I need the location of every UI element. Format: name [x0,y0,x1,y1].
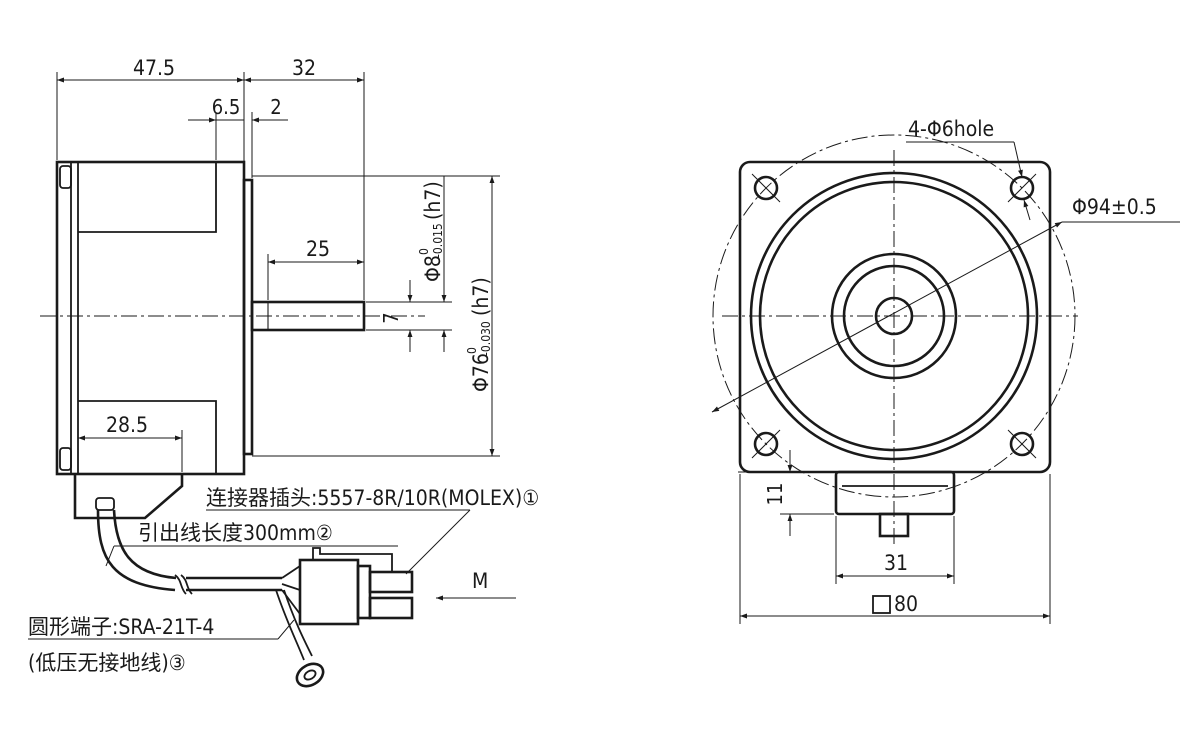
holes-label: 4-Φ6hole [908,117,994,141]
front-view: 4-Φ6hole Φ94±0.5 11 31 [711,117,1180,624]
dim-pcd: Φ94±0.5 [711,195,1180,413]
dim-25: 25 [267,237,364,300]
lead-housing [73,474,184,520]
rear-nub-top [59,165,72,189]
phi76-prefix: Φ76 [469,353,493,392]
connector-pin-row-2 [368,596,414,620]
connector-pin-row-1 [368,570,414,594]
connector-latch [312,547,393,572]
callout-connector: 连接器插头:5557-8R/10R(MOLEX)① [206,486,539,575]
body-step-top [78,162,217,233]
square-flange [738,160,1052,474]
wire-1 [281,565,301,579]
dim-31-label: 31 [884,551,908,575]
phi76-fit: (h7) [469,277,493,316]
connector-callout-text: 连接器插头:5557-8R/10R(MOLEX)① [206,486,539,510]
dim-6-5-2: 6.5 2 [188,95,288,178]
body-step-bottom [78,400,217,474]
square-symbol-box [872,595,891,614]
lead-box [834,470,956,538]
dim-28-5-label: 28.5 [106,413,148,437]
lead-exit [95,497,115,511]
dim-47-5-label: 47.5 [133,56,175,80]
phi76-tol-lower: -0.030 [479,321,493,356]
pcd-label: Φ94±0.5 [1072,195,1157,219]
phi76-tol-upper: 0 [465,347,479,354]
dim-holes: 4-Φ6hole [906,117,1031,221]
terminal-line-1: 圆形端子:SRA-21T-4 [28,615,214,639]
phi8-tol-upper: 0 [417,248,431,255]
dim-phi76: Φ76 0 -0.030 (h7) [252,175,500,457]
dim-28-5: 28.5 [78,413,183,472]
cable-outer-1 [96,509,176,592]
ground-wire-1 [275,589,305,661]
dim-11-label: 11 [763,483,787,506]
lead-cable [96,509,325,688]
dim-32: 32 [244,56,365,300]
view-arrow-m: M [436,569,516,601]
phi8-prefix: Φ8 [421,255,445,282]
callout-lead-length: 引出线长度300mm② [105,521,398,567]
dim-25-label: 25 [306,237,330,261]
lead-box-outer [834,470,956,516]
dim-32-label: 32 [292,56,316,80]
ring-terminal [295,662,325,688]
connector-body [298,558,360,626]
terminal-line-2: (低压无接地线)③ [28,651,186,675]
shaft [250,300,366,332]
connector-lock [356,564,372,620]
wire-2 [281,583,301,591]
rear-nub-bottom [59,447,72,471]
lead-length-text: 引出线长度300mm② [138,521,333,545]
dim-80-label: 80 [894,592,918,616]
dim-phi8: Φ8 0 -0.015 (h7) [252,175,452,352]
connector-plug [298,547,414,626]
view-m-label: M [472,569,488,593]
callout-terminal: 圆形端子:SRA-21T-4 (低压无接地线)③ [28,615,295,675]
side-view: 47.5 32 6.5 2 25 28.5 [28,56,539,688]
cable-break-2 [180,574,193,595]
dim-31: 31 [835,516,955,584]
dim-6-5-label: 6.5 [212,95,241,119]
cable-outer-2 [112,509,177,580]
ground-wire-2 [283,589,313,657]
dim-47-5: 47.5 [56,56,245,178]
phi76-label-group: Φ76 0 -0.030 (h7) [465,277,493,392]
phi8-label-group: Φ8 0 -0.015 (h7) [417,181,445,282]
dim-80: 80 [739,474,1051,624]
lead-exit-front [878,512,910,538]
phi8-fit: (h7) [421,181,445,220]
dim-11: 11 [738,450,834,536]
dim-2-label: 2 [270,95,281,119]
dim-7-label: 7 [379,312,403,323]
phi8-tol-lower: -0.015 [431,223,445,258]
motor-body [55,160,366,520]
cable-break-1 [174,574,187,595]
